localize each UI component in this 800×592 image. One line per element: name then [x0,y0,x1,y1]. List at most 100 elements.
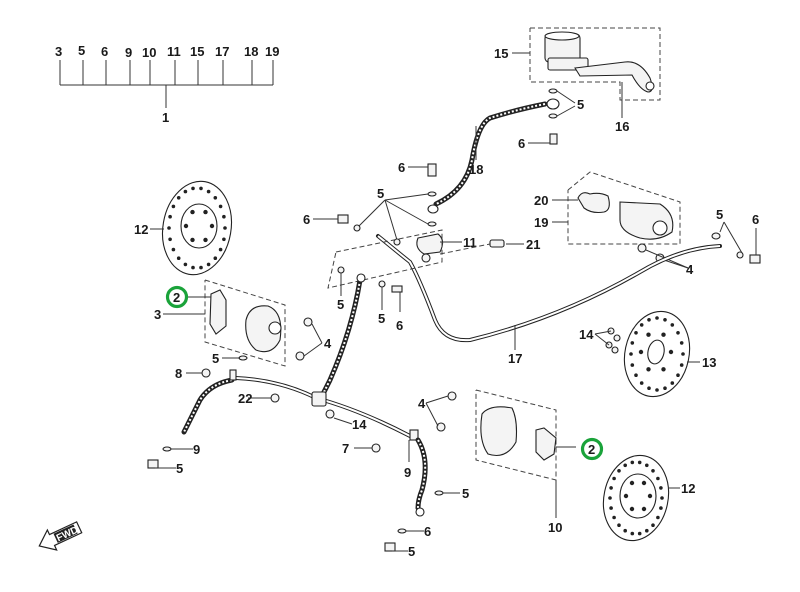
callout-label: 4 [686,262,694,277]
disc-vent-hole [612,476,616,481]
callout-label: 3 [154,307,161,322]
callout-label: 10 [548,520,562,535]
disc-vent-hole [608,496,612,500]
disc-vent-hole [656,476,660,481]
callout-label: 14 [579,327,594,342]
callout-label: 18 [469,162,483,177]
callout-label: 4 [418,396,426,411]
disc-bolt-hole [661,332,666,337]
disc-vent-hole [168,214,172,219]
disc-bolt-hole [190,237,195,243]
disc-vent-hole [623,528,627,533]
callout-label: 6 [424,524,431,539]
disc-vent-hole [218,204,223,209]
disc-bolt-hole [647,493,653,499]
callout-label: 13 [702,355,716,370]
disc-bolt-hole [661,367,666,372]
callout-label: 17 [508,351,522,366]
callout-label: 6 [303,212,310,227]
master-cylinder-group: 15 16 5 6 [494,27,661,151]
highlighted-callout-2-right[interactable]: 2 [580,437,604,461]
disc-bolt-hole [629,480,635,486]
disc-vent-hole [171,247,176,252]
disc-bolt-hole [646,367,651,372]
assembly-key-tree: 3 5 6 9 10 11 15 17 18 19 1 [55,43,279,125]
disc-vent-hole [663,386,667,391]
disc-vent-hole [199,265,203,270]
disc-bolt-hole [203,237,208,243]
callout-label: 9 [404,465,411,480]
disc-bolt-hole [623,493,629,499]
callout-label: 6 [518,136,525,151]
callout-label: 20 [534,193,548,208]
brake-pad-icon [209,289,227,335]
disc-vent-hole [634,373,638,378]
disc-vent-hole [645,528,649,533]
callout-label: 5 [408,544,415,559]
brake-pad-icon [577,192,610,214]
disc-vent-hole [168,237,172,242]
highlighted-callout-2-left[interactable]: 2 [165,285,189,309]
disc-vent-hole [199,186,203,191]
disc-vent-hole [656,515,660,520]
disc-vent-hole [609,486,613,490]
disc-vent-hole [670,381,675,385]
disc-vent-hole [171,204,176,209]
callout-label: 14 [352,417,367,432]
disc-vent-hole [630,363,635,367]
disc-vent-hole [679,341,684,345]
disc-bolt-hole [668,349,674,355]
callout-label: 6 [396,318,403,333]
callout-label: 5 [577,97,584,112]
callout-label: 15 [494,46,508,61]
disc-vent-hole [176,256,181,261]
disc-vent-hole [660,496,664,500]
disc-vent-hole [191,265,195,270]
disc-vent-hole [651,523,655,527]
disc-vent-hole [663,318,667,322]
callout-label: 9 [193,442,200,457]
forward-direction-badge: FWD [38,521,83,551]
disc-vent-hole [609,506,613,510]
disc-bolt-hole [203,209,208,215]
front-cross-hose: 8 22 14 9 5 7 9 5 6 5 [147,366,469,559]
caliper-icon [245,305,282,353]
master-cylinder-icon [544,31,655,93]
key-child-label: 18 [244,44,258,59]
disc-vent-hole [176,196,181,200]
disc-vent-hole [183,189,188,194]
key-parent-label: 1 [162,110,169,125]
disc-vent-hole [222,237,226,242]
callout-label: 6 [752,212,759,227]
brake-disc-12-left: 12 [134,180,233,276]
forward-arrow-icon: FWD [38,521,83,551]
disc-vent-hole [647,386,651,391]
brake-hose-18: 18 [433,101,548,207]
three-way-joint-group: 6 5 6 11 21 [303,160,540,263]
key-child-label: 6 [101,44,108,59]
disc-vent-hole [191,186,195,191]
disc-vent-hole [655,388,659,392]
caliper-icon [480,406,518,457]
highlight-ring [580,437,604,461]
rear-caliper-group: 20 19 4 5 6 [534,171,761,277]
callout-label: 4 [324,336,332,351]
key-child-label: 19 [265,44,279,59]
disc-vent-hole [639,381,644,385]
disc-vent-hole [676,373,680,378]
disc-vent-hole [655,316,659,320]
disc-vent-hole [612,515,616,520]
disc-bolt-hole [638,349,644,355]
callout-label: 5 [462,486,469,501]
key-child-label: 17 [215,44,229,59]
highlight-ring [165,285,189,309]
disc-vent-hole [637,531,642,536]
callout-label: 5 [212,351,219,366]
disc-vent-hole [218,247,223,252]
key-child-label: 9 [125,45,132,60]
disc-vent-hole [651,469,655,473]
callout-label: 22 [238,391,252,406]
callout-label: 2 [588,442,595,457]
disc-vent-hole [213,196,218,200]
callout-label: 21 [526,237,540,252]
